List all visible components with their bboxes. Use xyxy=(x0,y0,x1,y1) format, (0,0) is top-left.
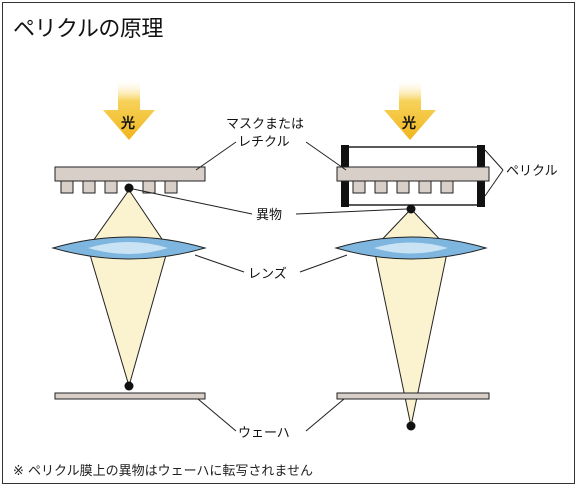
mask-left xyxy=(54,166,206,182)
light-cone-lower-left xyxy=(87,247,169,388)
mask-pattern-left xyxy=(60,180,178,194)
particle-leader-left xyxy=(132,188,253,215)
particle-image-left xyxy=(124,381,134,391)
lens-label: レンズ xyxy=(248,266,287,282)
pellicle-leader-top xyxy=(484,149,504,171)
pellicle-leader-bottom xyxy=(484,169,504,197)
light-arrow-right: 光 xyxy=(384,80,436,140)
particle-leader-right xyxy=(295,208,408,215)
particle-label: 異物 xyxy=(256,208,282,223)
mask-label-line2: レチクル xyxy=(238,135,290,150)
particle-on-mask xyxy=(124,183,134,193)
pellicle-label: ペリクル xyxy=(506,164,558,179)
lens-leader-right xyxy=(299,254,348,273)
lens-leader-left xyxy=(194,254,245,273)
particle-image-right xyxy=(406,421,416,431)
mask-pattern-right xyxy=(352,180,454,194)
page-title: ペリクルの原理 xyxy=(13,17,163,42)
light-arrow-left: 光 xyxy=(103,80,155,140)
wafer-label: ウェーハ xyxy=(238,426,290,441)
mask-leader-right xyxy=(305,141,347,171)
wafer-leader-left xyxy=(197,398,237,432)
footnote: ※ ペリクル膜上の異物はウェーハに転写されません xyxy=(13,464,313,479)
wafer-leader-right xyxy=(305,398,345,432)
mask-label-line1: マスクまたは xyxy=(226,117,304,132)
mask-right xyxy=(336,166,490,182)
wafer-left xyxy=(54,392,206,400)
wafer-right xyxy=(336,392,490,400)
particle-on-pellicle xyxy=(406,204,416,214)
light-label-right: 光 xyxy=(401,115,416,132)
light-label-left: 光 xyxy=(120,115,135,132)
mask-leader-left xyxy=(195,141,237,171)
